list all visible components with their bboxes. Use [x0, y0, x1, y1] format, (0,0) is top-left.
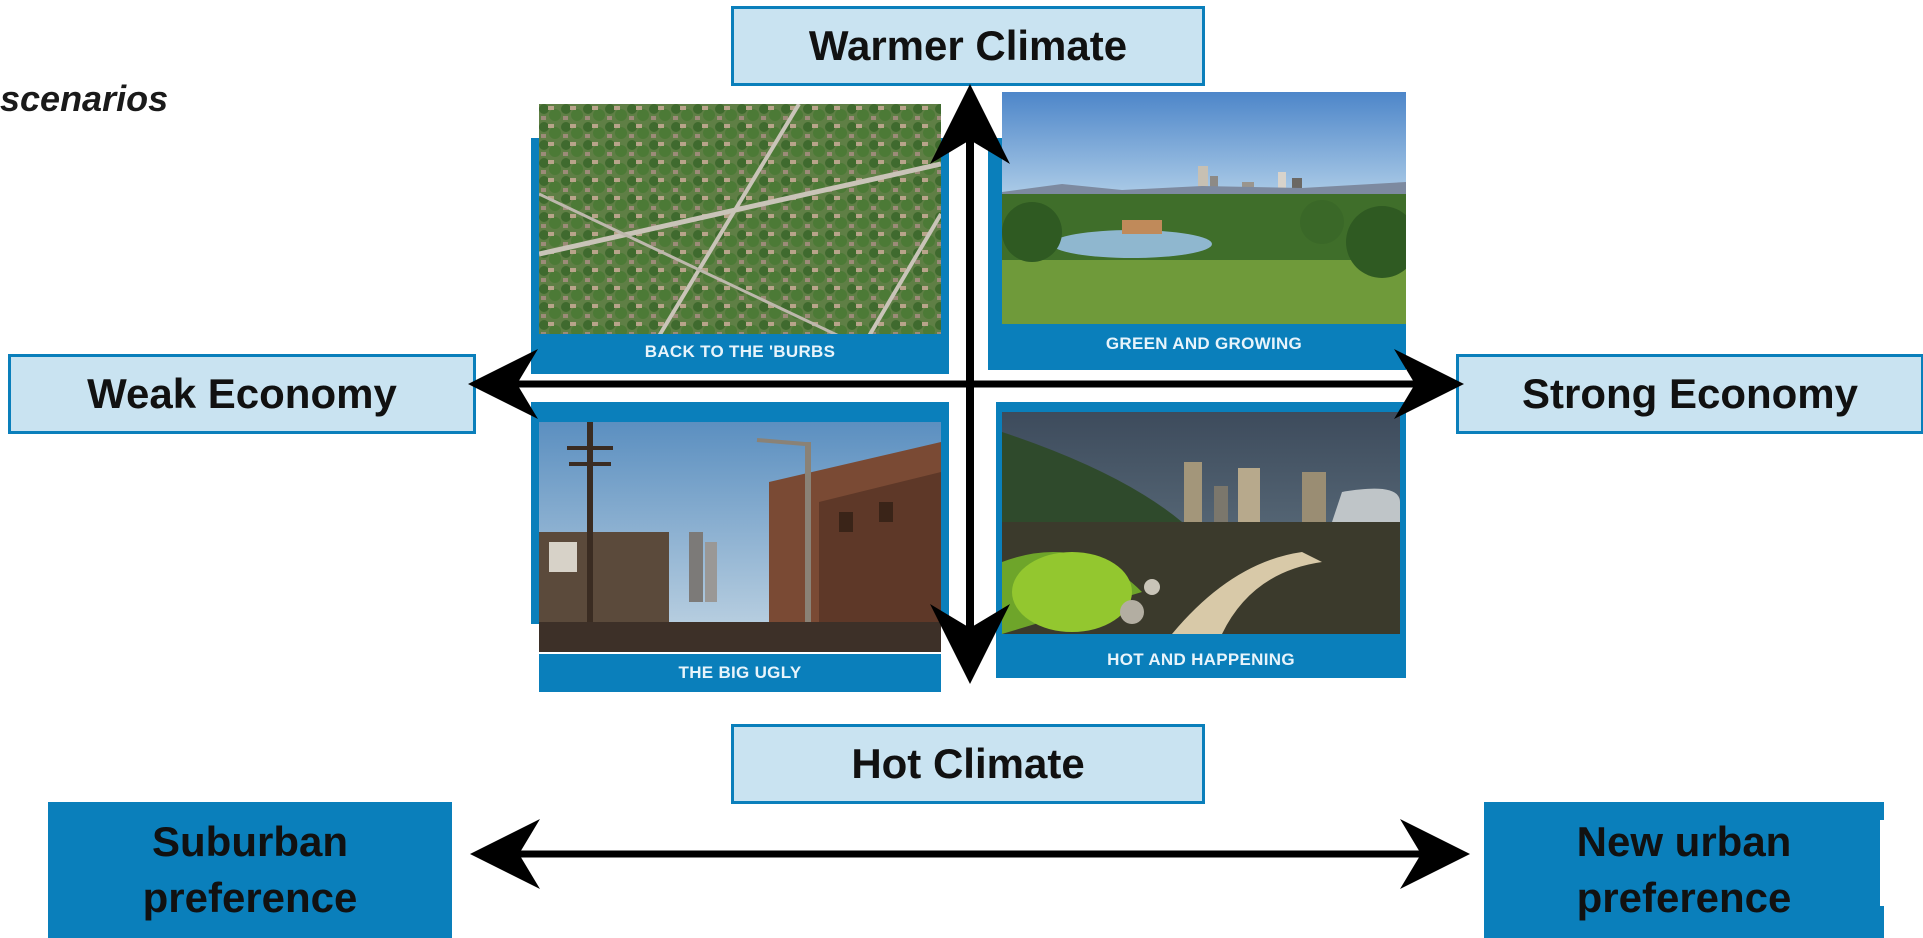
scenario-card-the-big-ugly: THE BIG UGLY — [531, 402, 949, 692]
scenario-caption: THE BIG UGLY — [539, 654, 941, 692]
night-city-trail-photo — [1002, 412, 1400, 634]
scenario-caption: HOT AND HAPPENING — [996, 642, 1406, 678]
scenario-caption: BACK TO THE 'BURBS — [539, 334, 941, 370]
hot-climate-label: Hot Climate — [731, 724, 1205, 804]
scenario-card-back-to-the-burbs: BACK TO THE 'BURBS — [531, 104, 949, 374]
derelict-alley-photo — [539, 422, 941, 652]
suburban-aerial-photo — [539, 104, 941, 336]
scenario-card-hot-and-happening: HOT AND HAPPENING — [996, 402, 1406, 678]
page-title: scenarios — [0, 78, 169, 119]
weak-economy-label: Weak Economy — [8, 354, 476, 434]
strong-economy-label: Strong Economy — [1456, 354, 1923, 434]
scenario-caption: GREEN AND GROWING — [1002, 326, 1406, 362]
city-park-skyline-photo — [1002, 92, 1406, 324]
warmer-climate-label: Warmer Climate — [731, 6, 1205, 86]
box-edge-accent — [1880, 820, 1884, 906]
scenario-card-green-and-growing: GREEN AND GROWING — [988, 92, 1406, 370]
